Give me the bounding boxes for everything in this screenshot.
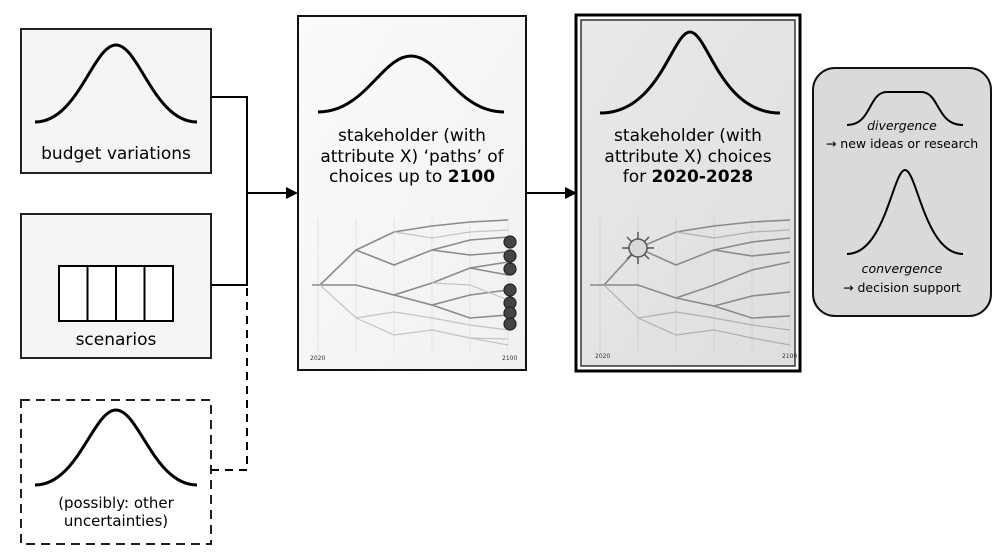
convergence-title: convergence (861, 261, 943, 276)
divergence-desc: → new ideas or research (825, 136, 979, 151)
budget-curve-icon (34, 43, 198, 124)
scenarios-grid-icon (58, 265, 174, 322)
paths-label: stakeholder (with attribute X) ‘paths’ o… (298, 126, 526, 188)
paths-tick-end: 2100 (502, 355, 518, 362)
path-endpoint-markers (503, 235, 517, 331)
other-uncertainties-line1: (possibly: other (58, 494, 174, 512)
choices-curve-icon (599, 30, 781, 115)
paths-label-year: 2100 (447, 167, 496, 188)
divergence-curve-icon (846, 91, 964, 126)
other-uncertainties-line2: uncertainties) (63, 512, 169, 531)
budget-label: budget variations (41, 144, 191, 164)
budget-box (20, 28, 212, 174)
paths-label-line3: choices up to 2100 (298, 167, 526, 188)
convergence-curve-icon (846, 168, 964, 255)
choices-label-line2: attribute X) choices (604, 146, 772, 167)
uncertainty-curve-icon (34, 408, 198, 487)
arrow-head-2 (565, 187, 577, 199)
paths-tree-chart (312, 218, 509, 352)
choices-tick-end: 2100 (782, 353, 798, 360)
choices-label-line3: for 2020-2028 (581, 167, 795, 188)
paths-box (297, 15, 527, 371)
scenarios-label: scenarios (75, 330, 157, 350)
other-uncertainties-box (20, 399, 212, 545)
choices-tree-chart (590, 218, 791, 352)
paths-label-line2: attribute X) ‘paths’ of (320, 146, 504, 167)
choices-label: stakeholder (with attribute X) choices f… (581, 126, 795, 188)
choice-point-marker (622, 232, 654, 264)
choices-label-line3-prefix: for (622, 167, 652, 188)
choices-box (580, 19, 796, 367)
input-connectors (211, 96, 288, 471)
convergence-desc: → decision support (843, 280, 961, 295)
outcomes-panel (812, 67, 992, 317)
paths-tick-start: 2020 (310, 355, 326, 362)
other-uncertainties-label: (possibly: other uncertainties) (21, 494, 211, 531)
divergence-title: divergence (867, 118, 937, 133)
choices-label-line1: stakeholder (with (614, 126, 762, 146)
arrow-head-1 (286, 187, 298, 199)
choices-tick-start: 2020 (595, 353, 611, 360)
paths-label-line1: stakeholder (with (338, 126, 486, 146)
paths-label-line3-prefix: choices up to (328, 167, 448, 188)
paths-curve-icon (317, 54, 505, 114)
choices-label-years: 2020-2028 (651, 167, 754, 188)
